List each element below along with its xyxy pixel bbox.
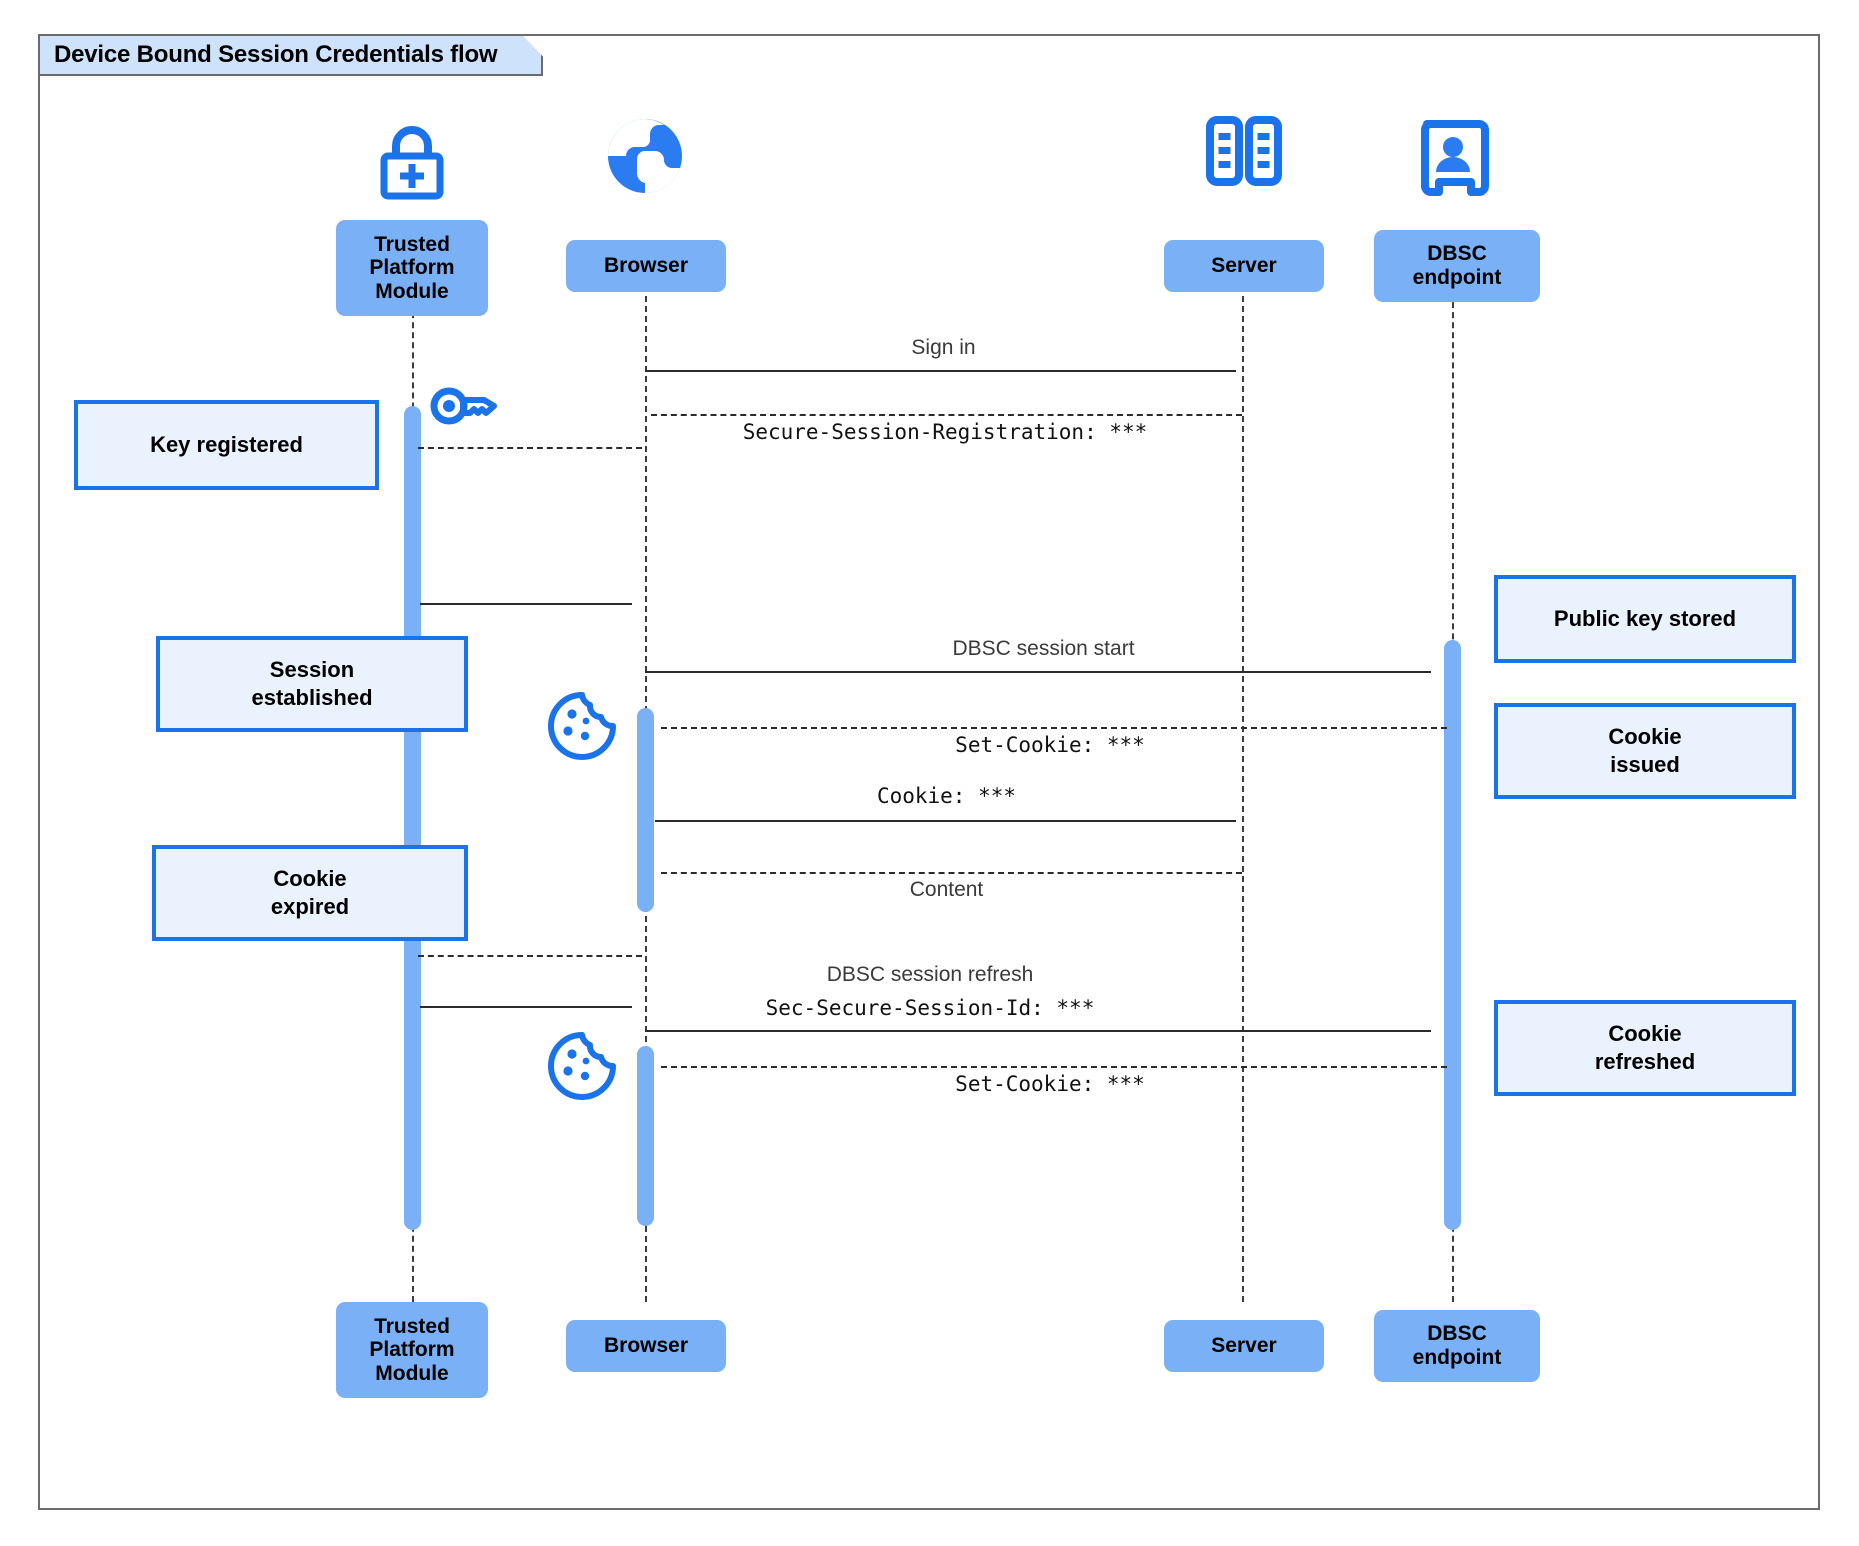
note-public-key-stored: Public key stored [1494, 575, 1796, 663]
message-line-tpm-to-browser-2 [420, 1006, 632, 1008]
participant-browser[interactable]: Browser [566, 240, 726, 292]
message-label-set-cookie-2: Set-Cookie: *** [955, 1072, 1145, 1096]
message-line-cookie [655, 820, 1236, 822]
id-badge-icon [1421, 120, 1489, 196]
server-rack-icon [1206, 116, 1282, 186]
note-cookie-issued-label: Cookie issued [1608, 723, 1682, 777]
key-icon [430, 387, 497, 425]
note-key-registered-label: Key registered [150, 431, 303, 457]
participant-tpm[interactable]: Trusted Platform Module [336, 220, 488, 316]
message-line-tpm-to-browser [420, 603, 632, 605]
participant-bottom-dbsc[interactable]: DBSC endpoint [1374, 1310, 1540, 1382]
message-label-secure-session-registration: Secure-Session-Registration: *** [742, 420, 1148, 444]
message-line-sec-secure-session-id [645, 1030, 1431, 1032]
message-line-content [661, 872, 1242, 874]
participant-bottom-server[interactable]: Server [1164, 1320, 1324, 1372]
participant-server-label: Server [1211, 254, 1277, 278]
participant-bottom-tpm[interactable]: Trusted Platform Module [336, 1302, 488, 1398]
participant-bottom-server-label: Server [1211, 1334, 1277, 1358]
lock-plus-icon [380, 126, 444, 200]
activation-browser-1 [637, 708, 654, 912]
message-label-cookie: Cookie: *** [876, 784, 1017, 808]
message-line-tpm-register [418, 447, 642, 449]
activation-dbsc [1444, 640, 1461, 1230]
message-line-secure-session-registration [651, 414, 1242, 416]
note-session-established-label: Session established [251, 656, 373, 710]
participant-bottom-tpm-label: Trusted Platform Module [369, 1314, 455, 1385]
note-cookie-expired-label: Cookie expired [270, 865, 350, 919]
participant-tpm-label: Trusted Platform Module [369, 232, 455, 303]
diagram-title-tab: Device Bound Session Credentials flow [38, 34, 543, 76]
note-cookie-issued: Cookie issued [1494, 703, 1796, 799]
note-cookie-refreshed-label: Cookie refreshed [1594, 1020, 1696, 1074]
participant-dbsc-label: DBSC endpoint [1412, 242, 1502, 289]
message-label-set-cookie-1: Set-Cookie: *** [955, 733, 1145, 757]
message-line-dbsc-session-start [645, 671, 1431, 673]
message-label-dbsc-session-start: DBSC session start [952, 637, 1135, 660]
globe-icon [608, 119, 682, 193]
message-label-sign-in: Sign in [911, 336, 976, 359]
participant-bottom-browser-label: Browser [603, 1334, 689, 1358]
message-label-dbsc-session-refresh: DBSC session refresh [826, 963, 1034, 986]
participant-bottom-browser[interactable]: Browser [566, 1320, 726, 1372]
message-label-content: Content [909, 878, 984, 901]
sequence-diagram-frame [38, 34, 1820, 1510]
message-line-set-cookie-1 [661, 727, 1447, 729]
message-label-sec-secure-session-id: Sec-Secure-Session-Id: *** [765, 996, 1095, 1020]
participant-browser-label: Browser [603, 254, 689, 278]
participant-bottom-dbsc-label: DBSC endpoint [1412, 1322, 1502, 1369]
note-key-registered: Key registered [74, 400, 379, 490]
activation-browser-2 [637, 1046, 654, 1226]
participant-server[interactable]: Server [1164, 240, 1324, 292]
note-cookie-refreshed: Cookie refreshed [1494, 1000, 1796, 1096]
message-line-sign-in [645, 370, 1236, 372]
cookie-icon [548, 1032, 616, 1100]
activation-tpm [404, 406, 421, 1230]
participant-dbsc[interactable]: DBSC endpoint [1374, 230, 1540, 302]
message-line-set-cookie-2 [661, 1066, 1447, 1068]
cookie-icon [548, 692, 616, 760]
note-cookie-expired: Cookie expired [152, 845, 468, 941]
diagram-title: Device Bound Session Credentials flow [54, 41, 498, 68]
note-public-key-stored-label: Public key stored [1553, 605, 1737, 631]
lifeline-server [1242, 246, 1244, 1302]
note-session-established: Session established [156, 636, 468, 732]
message-line-dbsc-session-refresh [418, 955, 642, 957]
